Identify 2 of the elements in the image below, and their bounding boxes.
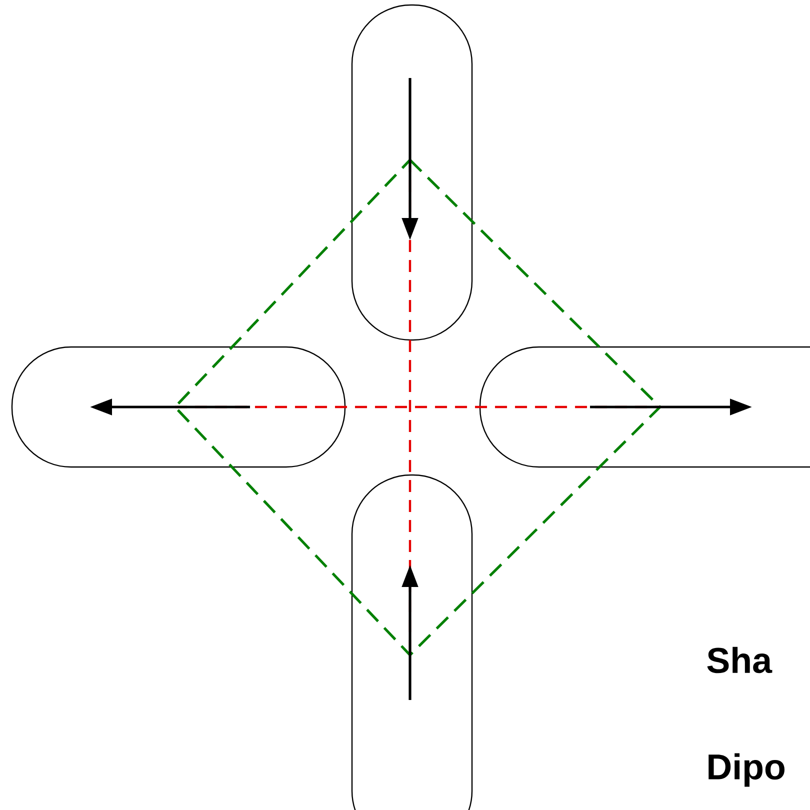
label-text: Dipo xyxy=(708,753,784,787)
label-text: Sha xyxy=(707,646,772,674)
